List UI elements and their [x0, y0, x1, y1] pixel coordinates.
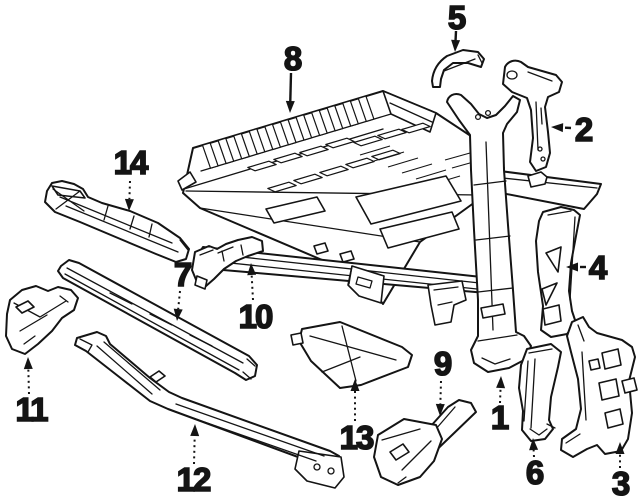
callout-label-11: 11 [16, 391, 49, 428]
callout-arrow-shaft [289, 72, 293, 102]
part-8-front-rail [195, 242, 501, 326]
callout-label-6: 6 [526, 454, 544, 491]
part-12-frame-rail [74, 331, 345, 489]
front-rail-notch [339, 250, 355, 263]
part-5-bracket [431, 49, 485, 88]
floor-pocket [265, 196, 326, 224]
callout-arrow-shaft [128, 180, 131, 200]
part-7-rocker-rail [57, 259, 258, 381]
callout-arrow-shaft [250, 274, 254, 301]
callout-label-14: 14 [114, 144, 149, 181]
floor-corner-bracket [347, 265, 385, 304]
callout-10: 10 [238, 263, 275, 336]
callout-label-1: 1 [491, 399, 509, 436]
callout-arrowhead [124, 198, 134, 211]
callout-arrow-shaft [27, 368, 30, 395]
callout-arrow-shaft [499, 387, 502, 404]
callout-12: 12 [176, 424, 214, 499]
part-8-floor-pan [177, 90, 505, 305]
part-3-cowl-side [560, 316, 638, 458]
callout-arrow-shaft [439, 380, 442, 405]
callout-arrowhead [435, 403, 445, 416]
floor-recess-1 [355, 175, 462, 225]
callout-arrowhead [173, 308, 183, 321]
callout-6: 6 [525, 438, 547, 492]
part-2-hinge-pillar [502, 59, 563, 172]
callout-arrowhead [190, 424, 200, 437]
callout-label-13: 13 [340, 419, 374, 456]
part-11-support-bracket [5, 285, 79, 355]
callout-11: 11 [15, 357, 51, 429]
callout-4: 4 [566, 248, 611, 287]
part-1-pillar [446, 92, 532, 373]
callout-arrowhead [247, 263, 257, 276]
part-14-side-member [44, 180, 190, 263]
callout-3: 3 [611, 442, 633, 503]
callout-arrowhead [551, 123, 564, 133]
callout-1: 1 [490, 376, 512, 437]
floor-back-wall-ribs [201, 95, 375, 169]
callout-arrowhead [23, 357, 33, 370]
callout-arrowhead [529, 438, 539, 451]
callout-arrowhead [566, 262, 578, 272]
callout-2: 2 [551, 110, 596, 149]
callout-label-12: 12 [177, 461, 211, 498]
callout-arrowhead [615, 442, 625, 454]
callout-label-9: 9 [434, 345, 452, 382]
floor-recess-2 [379, 211, 460, 249]
callout-5: 5 [447, 0, 469, 52]
part-13-channel [290, 321, 413, 389]
callout-7: 7 [173, 255, 194, 321]
callout-label-5: 5 [448, 0, 466, 36]
callout-label-10: 10 [239, 298, 272, 335]
callout-label-3: 3 [612, 465, 630, 502]
callout-8: 8 [283, 39, 305, 113]
callout-13: 13 [339, 379, 377, 457]
callout-14: 14 [113, 143, 152, 211]
callout-label-7: 7 [174, 256, 191, 293]
callout-arrowhead [496, 376, 506, 389]
callout-arrowhead [350, 379, 360, 391]
callout-9: 9 [433, 344, 455, 416]
callout-arrow-shaft [193, 435, 196, 465]
part-4-reinforcement [535, 206, 581, 338]
front-rail-notch [313, 242, 329, 255]
part-10-bracket [191, 236, 264, 290]
callout-label-2: 2 [575, 111, 593, 148]
callout-arrowhead [451, 39, 461, 52]
callout-arrow-shaft [177, 290, 181, 310]
callout-label-4: 4 [589, 249, 608, 286]
part-9-bracket [373, 399, 477, 486]
callout-arrowhead [285, 100, 295, 113]
part-6-channel [518, 343, 562, 442]
callout-label-8: 8 [284, 40, 302, 77]
